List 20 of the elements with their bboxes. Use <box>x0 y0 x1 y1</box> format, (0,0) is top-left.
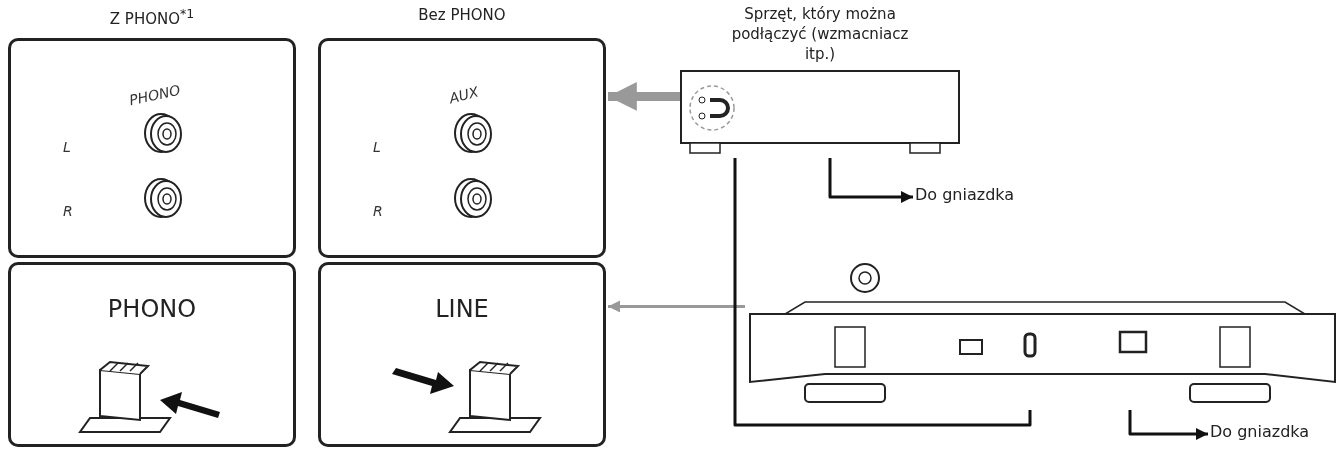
device-caption: Sprzęt, który można podłączyć (wzmacniacz itp.) <box>730 4 910 64</box>
jack-label: R <box>373 203 383 219</box>
switch-position-label: PHONO <box>106 295 198 323</box>
outlet-label: Do gniazdka <box>915 185 1015 204</box>
panel-heading: Bez PHONO <box>417 6 507 24</box>
arrow <box>1128 410 1208 440</box>
jack-label: AUX <box>447 83 480 107</box>
cable-line <box>733 158 1032 427</box>
arrow <box>608 300 745 313</box>
switch-position-label: LINE <box>434 295 490 323</box>
outlet-label: Do gniazdka <box>1210 422 1310 441</box>
switch-panel <box>8 262 296 447</box>
arrow <box>828 158 913 203</box>
jack-label: R <box>63 203 73 219</box>
jack-label: L <box>63 139 71 155</box>
arrow <box>608 82 680 111</box>
jack-label: L <box>373 139 381 155</box>
panel-heading: Z PHONO$^{*1}$ <box>108 6 196 28</box>
switch-panel <box>318 262 606 447</box>
jack-label: PHONO <box>127 81 182 109</box>
